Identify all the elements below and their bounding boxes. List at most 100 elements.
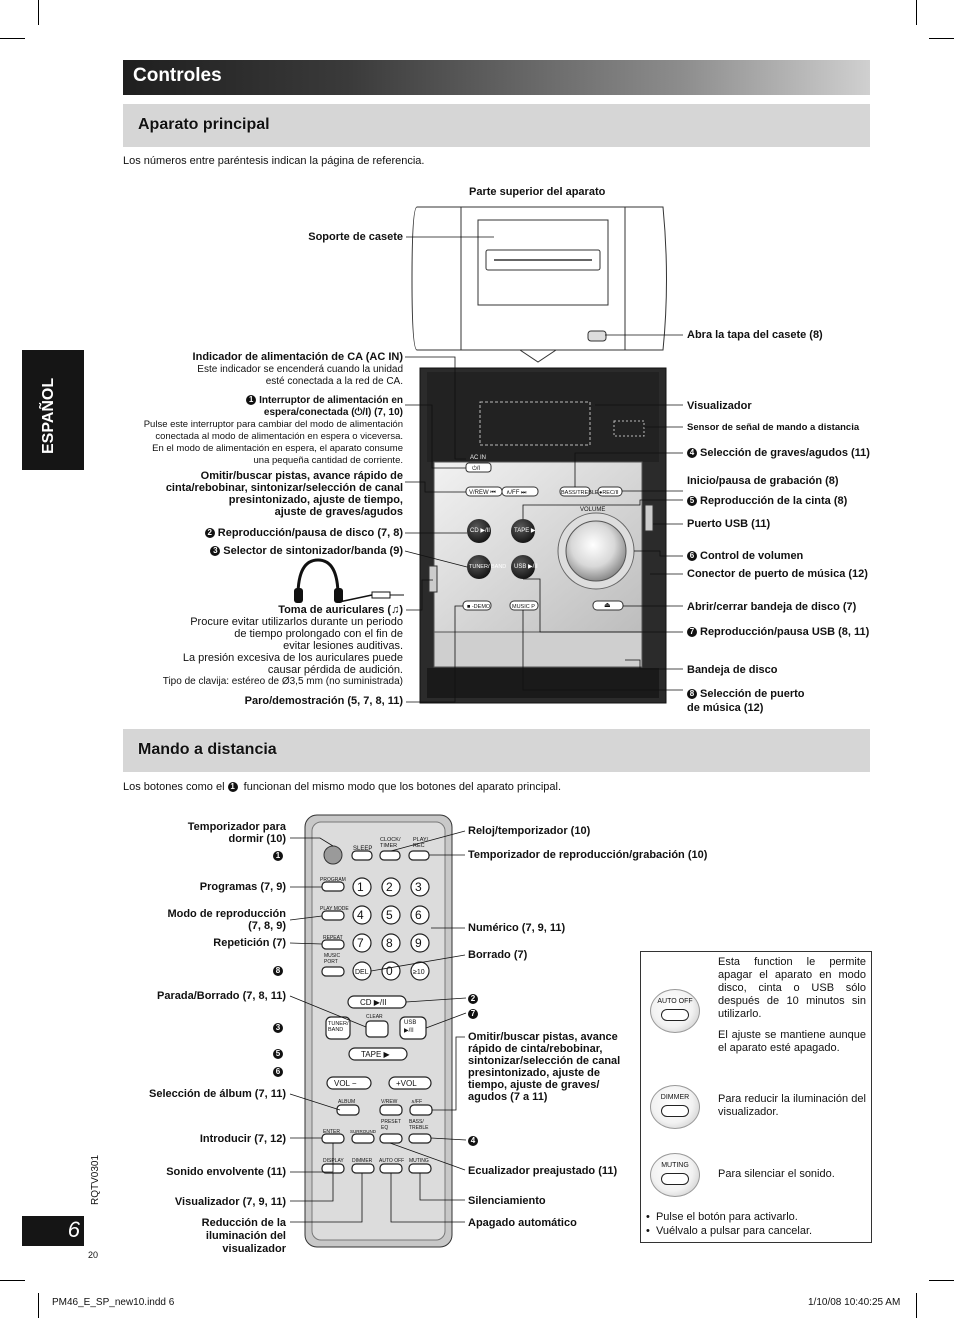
skip-remote-label: sintonizar/selección de canal xyxy=(468,1055,621,1067)
remote-aff-key: ∧/FF xyxy=(411,1099,423,1105)
page-number-box: 6 xyxy=(22,1216,84,1246)
bullet-item: • Vuélvalo a pulsar para cancelar. xyxy=(646,1225,813,1237)
marker-1: 1 xyxy=(246,395,257,406)
ac-in-desc: esté conectada a la red de CA. xyxy=(265,376,403,387)
crop-mark xyxy=(38,1293,39,1318)
remote-note: Los botones como el 1 funcionan del mism… xyxy=(123,781,562,793)
usb-key-label: USB ▶/II xyxy=(514,564,538,570)
marker-row: 5 xyxy=(273,1048,286,1061)
remote-digit-1: 1 xyxy=(357,880,364,894)
ac-in-desc: Este indicador se encenderá cuando la un… xyxy=(197,364,403,375)
program-label: Programas (7, 9) xyxy=(199,881,286,893)
remote-display-key: DISPLAY xyxy=(323,1158,344,1164)
remote-cd-key: CD ▶/II xyxy=(360,998,387,1007)
eject-key-label: ⏏ xyxy=(604,602,611,609)
numeric-label: Numérico (7, 9, 11) xyxy=(468,922,566,934)
playmode-label: (7, 8, 9) xyxy=(248,920,286,932)
ac-in-label: Indicador de alimentación de CA (AC IN) xyxy=(192,351,403,363)
top-view-label: Parte superior del aparato xyxy=(469,186,606,198)
usb-port-label: Puerto USB (11) xyxy=(687,518,771,530)
marker-8: 8 xyxy=(273,966,283,977)
skip-remote-label: presintonizado, ajuste de xyxy=(468,1067,601,1079)
tape-key-label: TAPE ▶ xyxy=(514,528,536,534)
remote-dimmer-key: DIMMER xyxy=(352,1158,373,1164)
crop-mark xyxy=(38,0,39,25)
remote-muting-key: MUTING xyxy=(409,1158,429,1164)
remote-digit-9: 9 xyxy=(415,936,422,950)
tray-label: Bandeja de disco xyxy=(687,664,778,676)
doc-code: RQTV0301 xyxy=(90,1154,101,1205)
marker-row: 3 xyxy=(273,1022,286,1035)
headphones-desc: evitar lesiones auditivas. xyxy=(283,640,403,652)
repeat-label: Repetición (7) xyxy=(213,937,286,949)
remote-vol-plus-key: +VOL xyxy=(396,1079,417,1088)
cd-key-label: CD ▶/II xyxy=(470,528,490,534)
remote-playmode-key: PLAY MODE xyxy=(320,906,349,912)
tuner-key-label: TUNER/ BAND xyxy=(469,564,507,570)
marker-7: 7 xyxy=(687,627,697,638)
dimmer-label: Reducción de la xyxy=(201,1217,286,1229)
marker-row: 2 xyxy=(468,993,481,1006)
remote-album-key: ALBUM xyxy=(338,1099,356,1105)
remote-digit-0: 0 xyxy=(386,964,393,978)
language-tab: ESPAÑOL xyxy=(22,350,84,470)
remote-digit-5: 5 xyxy=(386,908,393,922)
remote-tape-key: TAPE ▶ xyxy=(361,1050,390,1059)
rew-key-label: V/REW ⏮ xyxy=(469,490,496,496)
power-switch-label: espera/conectada (⏻/I) (7, 10) xyxy=(263,407,403,418)
crop-mark xyxy=(0,1280,25,1281)
footer-date: 1/10/08 10:40:25 AM xyxy=(808,1297,901,1308)
reference-note: Los números entre paréntesis indican la … xyxy=(123,155,425,167)
headphones-desc: de tiempo prolongado con el fin de xyxy=(234,628,403,640)
remote-digit-6: 6 xyxy=(415,908,422,922)
clock-timer-label: Reloj/temporizador (10) xyxy=(468,825,591,837)
dimmer-label: iluminación del xyxy=(205,1230,286,1242)
music-select-label: de música (12) xyxy=(687,702,764,714)
skip-label: presintonizado, ajuste de tiempo, xyxy=(228,494,403,506)
auto-off-label: Apagado automático xyxy=(468,1217,577,1229)
skip-remote-label: rápido de cinta/rebobinar, xyxy=(468,1043,603,1055)
remote-playrec-key: PLAY/ REC xyxy=(413,837,429,849)
music-port-key-label: MUSIC P xyxy=(512,604,535,610)
remote-bass-key: BASS/ TREBLE xyxy=(409,1119,429,1131)
skip-remote-label: tiempo, ajuste de graves/ xyxy=(468,1079,600,1091)
bullet-item: • Pulse el botón para activarlo. xyxy=(646,1211,798,1223)
rec-key-label: ●REC/II xyxy=(599,490,619,496)
rec-label: Inicio/pausa de grabación (8) xyxy=(687,475,839,487)
marker-row: 6 xyxy=(273,1066,286,1079)
crop-mark xyxy=(916,1293,917,1318)
marker-2: 2 xyxy=(468,994,478,1005)
ff-key-label: ∧/FF ⏭ xyxy=(506,490,527,496)
remote-digit-3: 3 xyxy=(415,880,422,894)
skip-label: cinta/rebobinar, sintonizar/selección de… xyxy=(165,482,403,494)
remote-usb-key: USB ▶/II xyxy=(404,1020,417,1034)
sensor-label: Sensor de señal de mando a distancia xyxy=(687,422,860,433)
marker-1: 1 xyxy=(227,782,238,793)
sleep-timer-label: Temporizador para xyxy=(187,821,286,833)
footer-file: PM46_E_SP_new10.indd 6 xyxy=(52,1297,175,1308)
power-desc: una pequeña cantidad de corriente. xyxy=(253,455,403,466)
page-number: 6 xyxy=(67,1217,80,1242)
cassette-holder-label: Soporte de casete xyxy=(308,231,403,243)
marker-row: 7 xyxy=(468,1008,481,1021)
crop-mark xyxy=(929,38,954,39)
page-title: Controles xyxy=(133,65,222,86)
marker-2: 2 xyxy=(204,528,215,539)
marker-8: 8 xyxy=(687,689,697,700)
power-desc: En el modo de alimentación en espera, el… xyxy=(152,443,403,454)
skip-label: ajuste de graves/agudos xyxy=(274,506,403,518)
playmode-label: Modo de reproducción xyxy=(167,908,286,920)
stop-clear-label: Parada/Borrado (7, 8, 11) xyxy=(157,990,286,1002)
section-header-remote: Mando a distancia xyxy=(123,729,870,772)
page-title-bar: Controles xyxy=(123,60,870,95)
headphones-desc: La presión excesiva de los auriculares p… xyxy=(182,652,403,664)
